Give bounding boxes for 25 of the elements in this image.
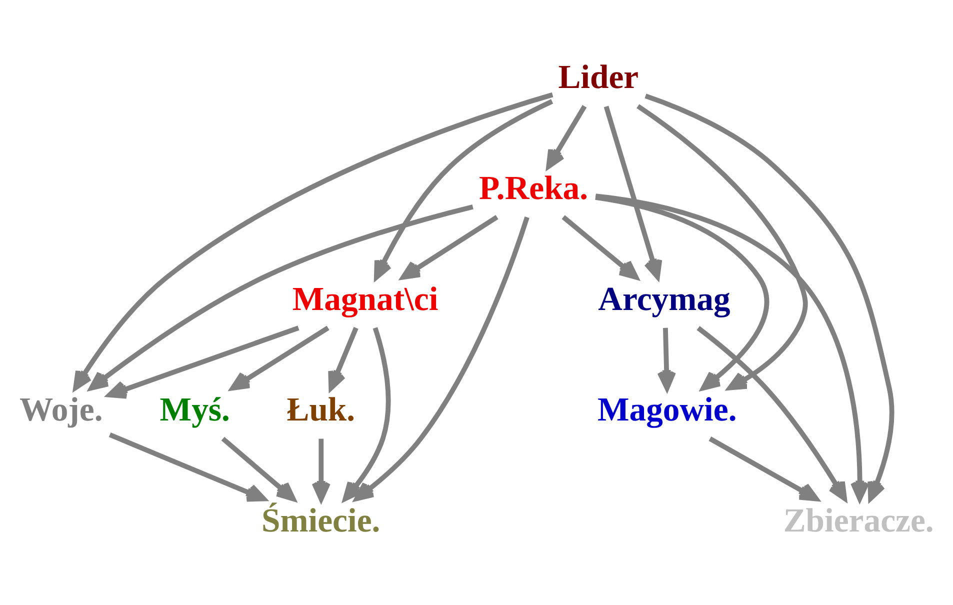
arrow <box>73 92 554 390</box>
node-text: Zbieracze. <box>783 502 934 540</box>
arrow <box>562 215 638 280</box>
arrow <box>400 214 498 280</box>
arrow <box>108 432 266 502</box>
node-text: Łuk. <box>286 392 356 429</box>
arrow <box>221 436 296 502</box>
node-text: Magnat\ci <box>292 280 438 318</box>
arrow <box>604 106 662 280</box>
node-text: P.Reka. <box>478 170 588 207</box>
arrow <box>374 99 554 280</box>
arrow <box>708 436 819 502</box>
node-text: Śmiecie. <box>262 502 380 540</box>
arrow <box>696 326 847 501</box>
arrow <box>230 326 330 390</box>
node-text: Arcymag <box>598 280 730 318</box>
arrow <box>328 326 358 390</box>
arrow <box>107 326 300 399</box>
node-text: Woje. <box>20 392 103 429</box>
node-text: Lider <box>558 59 639 96</box>
arrow <box>546 104 587 169</box>
arrow <box>595 194 870 502</box>
node-text: Magowie. <box>597 392 737 429</box>
arrow <box>89 204 474 390</box>
node-text: Myś. <box>160 392 230 429</box>
